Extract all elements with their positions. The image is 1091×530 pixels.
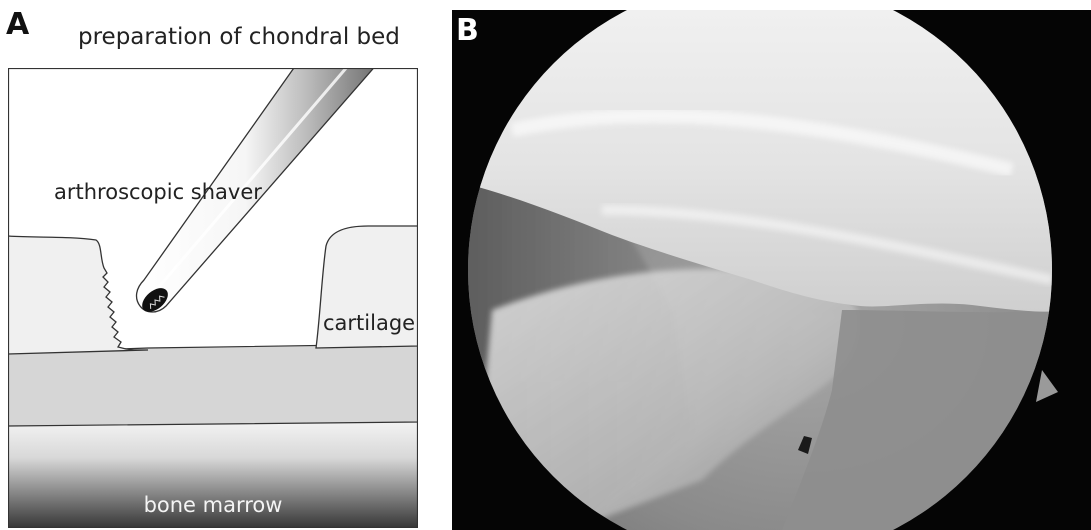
diagram-title: preparation of chondral bed: [78, 24, 400, 50]
scope-notch: [1036, 370, 1058, 402]
subchondral-bone-layer: [8, 344, 418, 426]
schematic-drawing: [8, 68, 418, 528]
panel-a-letter: A: [6, 10, 29, 40]
label-bone-marrow: bone marrow: [8, 493, 418, 517]
arthroscopic-view: [452, 10, 1091, 530]
label-arthroscopic-shaver: arthroscopic shaver: [54, 180, 262, 204]
panel-b-letter: B: [456, 16, 479, 46]
schematic-panel: arthroscopic shaver cartilage bone marro…: [8, 68, 418, 528]
label-cartilage: cartilage: [323, 311, 415, 335]
arthroscopic-photo: [452, 10, 1091, 530]
